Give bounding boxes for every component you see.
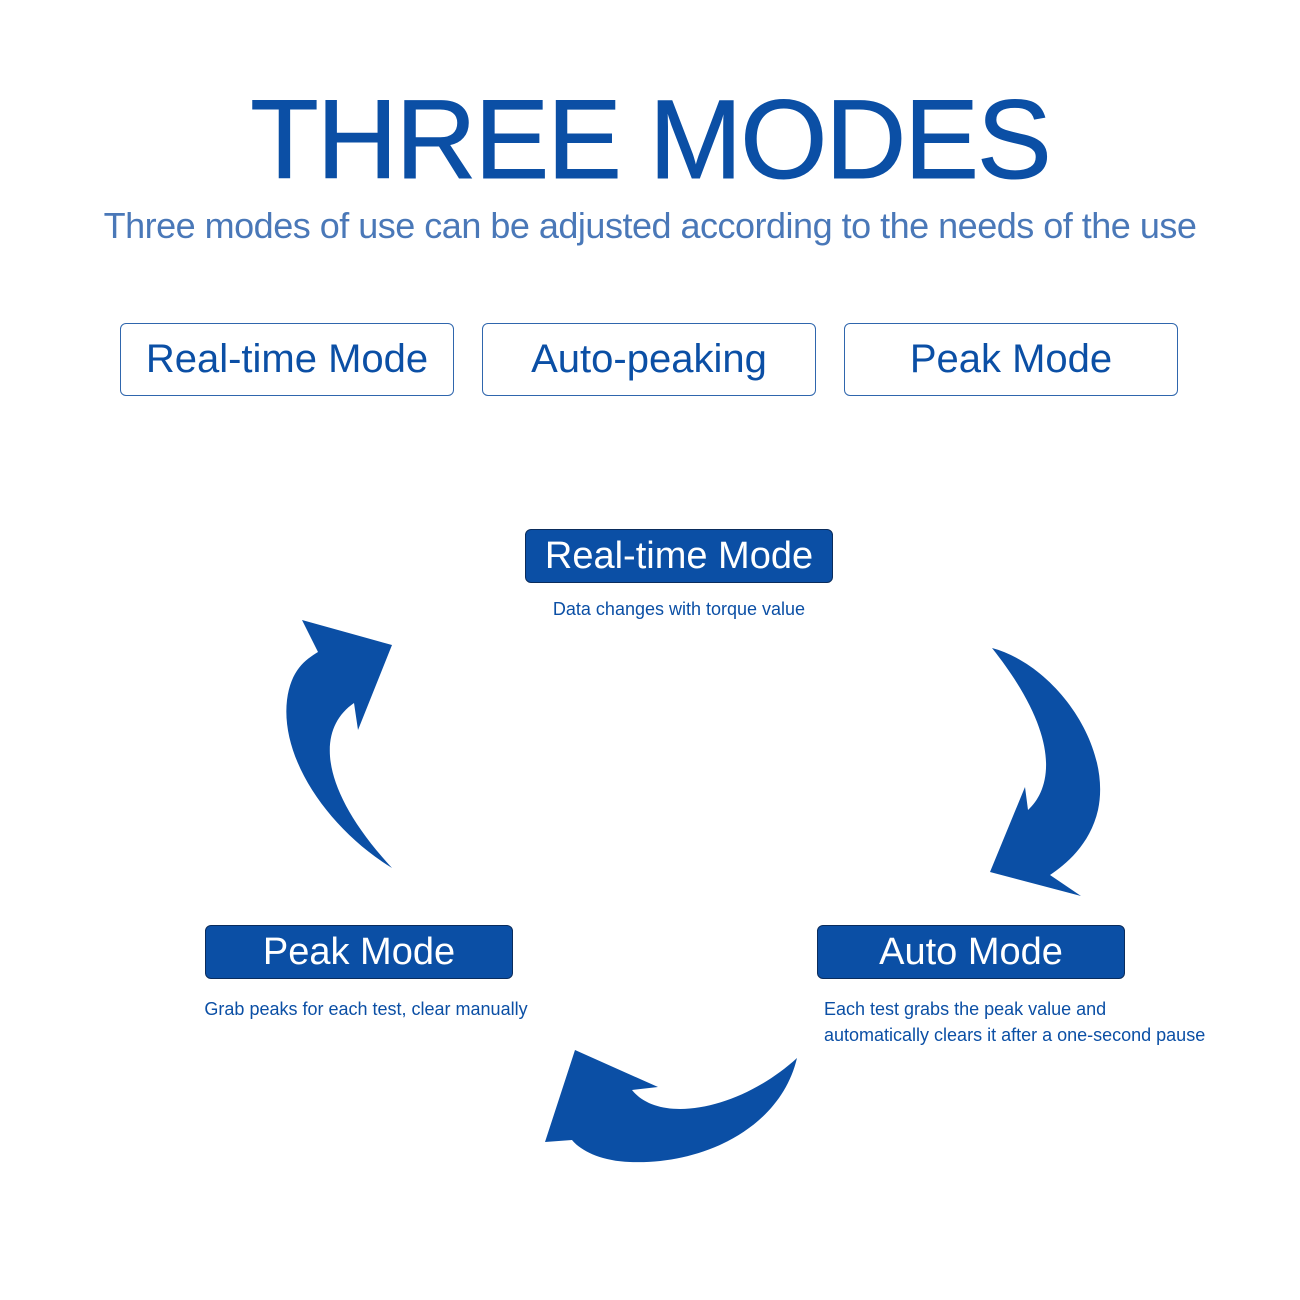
mode-label-real-time: Real-time Mode — [525, 529, 833, 583]
arrow-peak-to-realtime-icon — [286, 620, 392, 868]
mode-label-auto: Auto Mode — [817, 925, 1125, 979]
page-subtitle: Three modes of use can be adjusted accor… — [103, 205, 1197, 246]
mode-description-auto-line-2: automatically clears it after a one-seco… — [824, 1025, 1206, 1045]
arrow-auto-to-peak-icon — [545, 1050, 797, 1163]
mode-description-peak: Grab peaks for each test, clear manually — [204, 999, 528, 1019]
tab-real-time-mode[interactable]: Real-time Mode — [120, 323, 454, 396]
mode-description-auto-line-1: Each test grabs the peak value and — [824, 999, 1107, 1019]
mode-description-auto: Each test grabs the peak value and autom… — [824, 996, 1264, 1048]
page-title: THREE MODES — [250, 77, 1052, 202]
tab-auto-peaking[interactable]: Auto-peaking — [482, 323, 816, 396]
mode-description-real-time: Data changes with torque value — [552, 599, 806, 619]
tab-peak-mode[interactable]: Peak Mode — [844, 323, 1178, 396]
arrow-realtime-to-auto-icon — [990, 648, 1101, 896]
mode-label-peak: Peak Mode — [205, 925, 513, 979]
